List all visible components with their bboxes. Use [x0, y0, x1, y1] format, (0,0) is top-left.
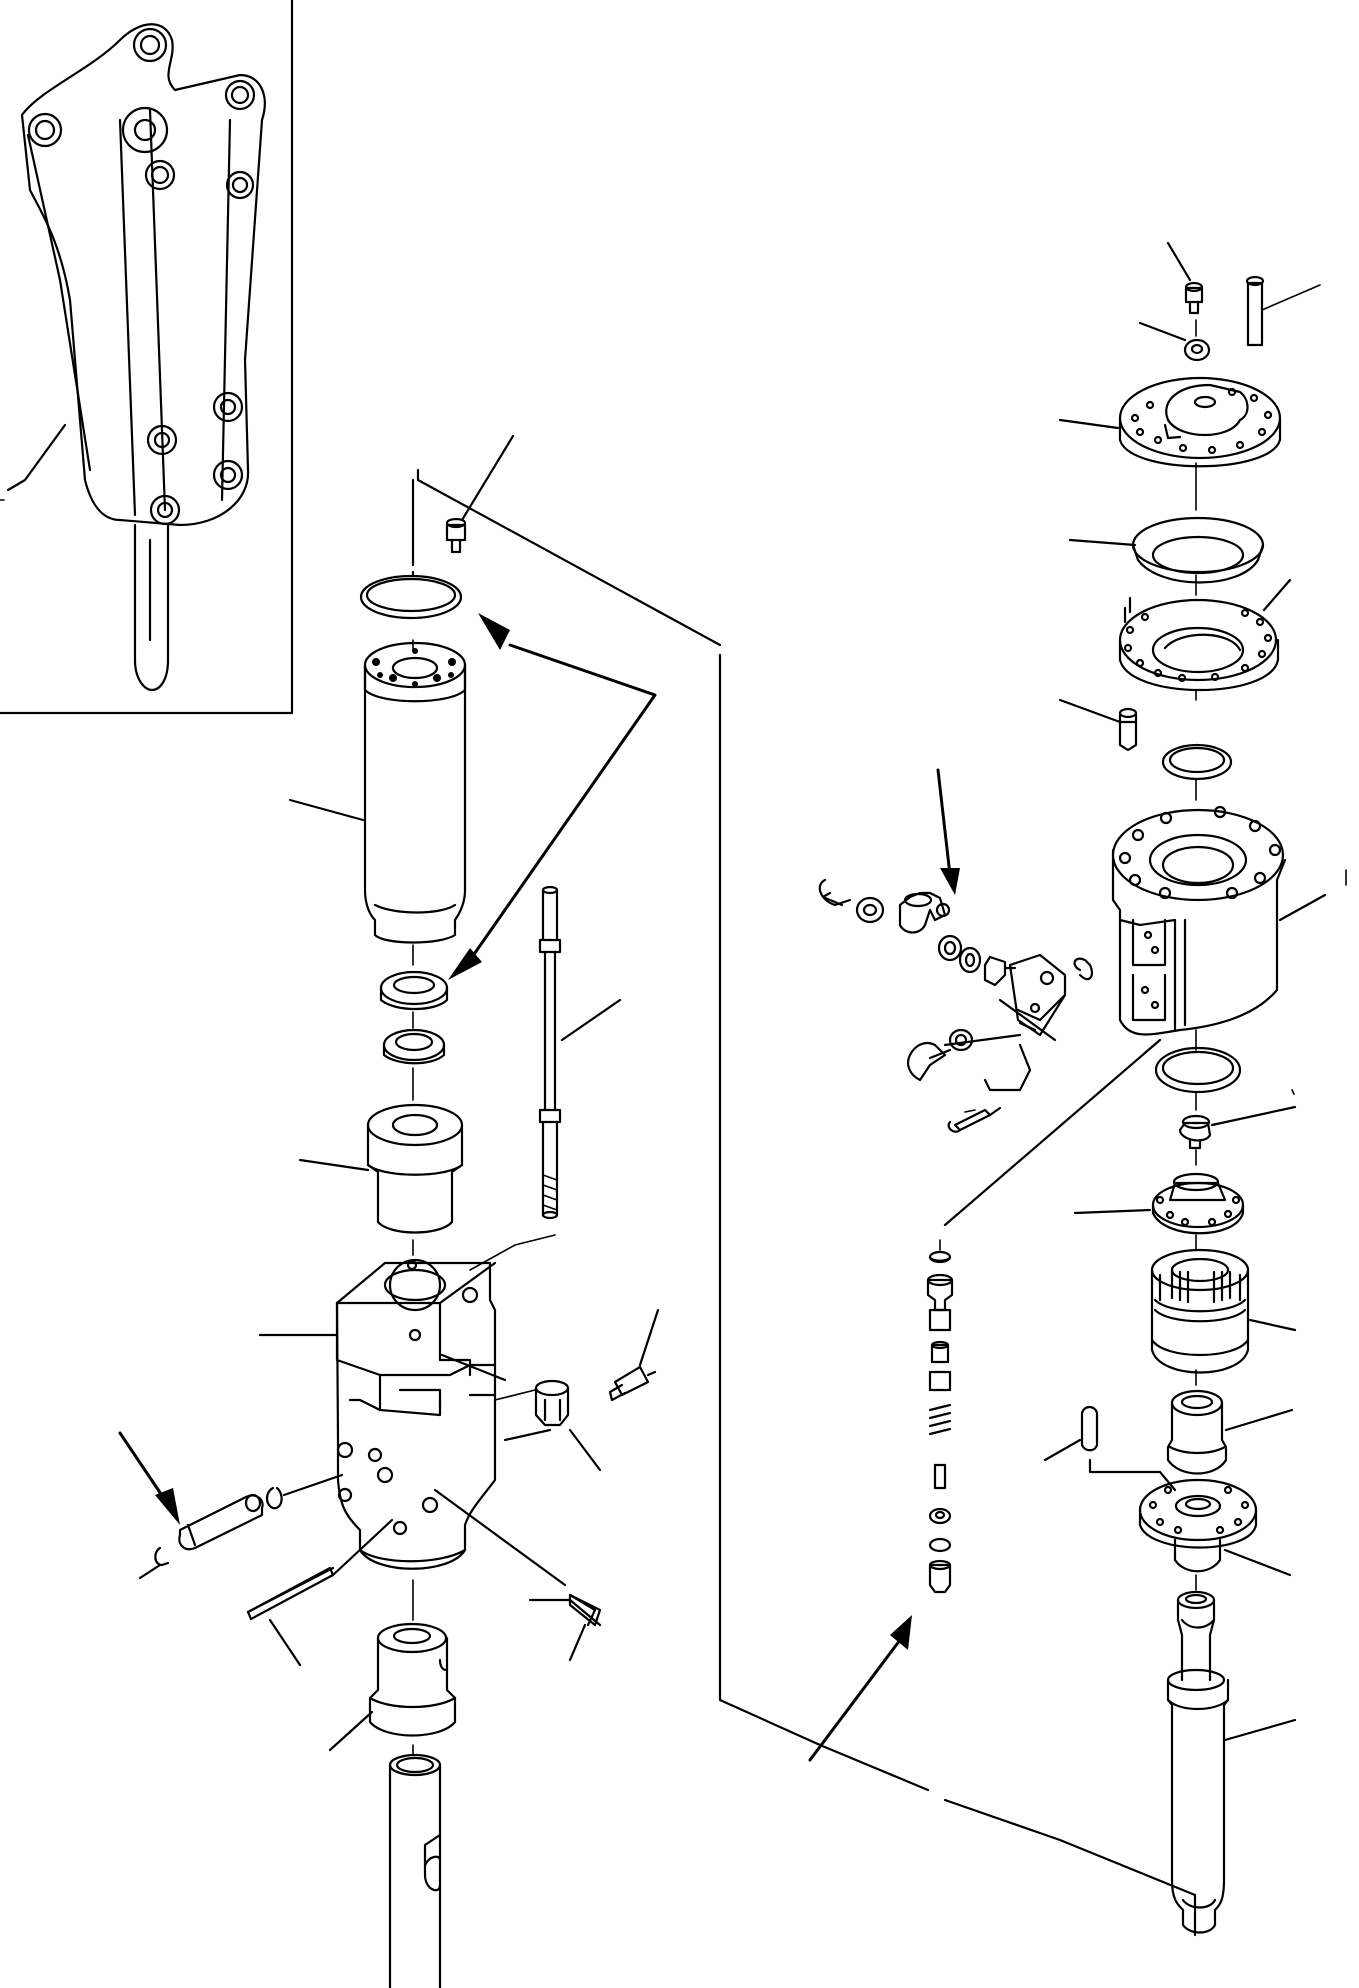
- valve-stack-part: [808, 1239, 954, 1762]
- sleeve-part: [1166, 1389, 1294, 1475]
- upper-o-ring-part: [1161, 743, 1233, 801]
- front-head-part: [943, 805, 1347, 1227]
- control-valve-part: [1150, 1248, 1297, 1386]
- pointer-arrows: [448, 613, 657, 980]
- piston-part: [1166, 1590, 1297, 1934]
- o-ring-part: [359, 478, 463, 620]
- assembly-frame-lines: [416, 468, 1197, 1937]
- valve-block-part: [818, 768, 1094, 1133]
- cylinder-body-part: [258, 1258, 536, 1570]
- flange-bolt-part: [1058, 698, 1138, 752]
- flange-ring-part: [1118, 578, 1292, 701]
- guide-pin-part: [1043, 1405, 1177, 1492]
- right-column-parts: [808, 241, 1347, 1934]
- cap-screw-part: [1138, 241, 1321, 362]
- lower-o-ring-part: [1154, 1046, 1295, 1111]
- tool-shank-part: [388, 1744, 442, 1988]
- top-cap-part: [1058, 376, 1282, 511]
- seal-ring-part: [379, 944, 449, 1101]
- dowel-pin-part: [246, 1488, 602, 1667]
- inset-breaker-assembly: [0, 0, 294, 715]
- tie-rod-part: [469, 885, 622, 1271]
- valve-cover-part: [1073, 1172, 1245, 1251]
- bushing-part: [298, 1103, 464, 1256]
- lower-bushing-part: [328, 1579, 457, 1752]
- pin-assembly-part: [118, 1431, 344, 1580]
- check-valve-part: [608, 1308, 660, 1402]
- valve-plug-part: [1178, 1105, 1297, 1166]
- lower-flange-part: [1138, 1478, 1292, 1591]
- cup-seal-part: [1068, 516, 1265, 596]
- plug-nut-part: [503, 1379, 602, 1472]
- left-column-parts: [118, 434, 660, 1988]
- screw-part: [445, 434, 515, 554]
- cylinder-sleeve-part: [288, 639, 467, 944]
